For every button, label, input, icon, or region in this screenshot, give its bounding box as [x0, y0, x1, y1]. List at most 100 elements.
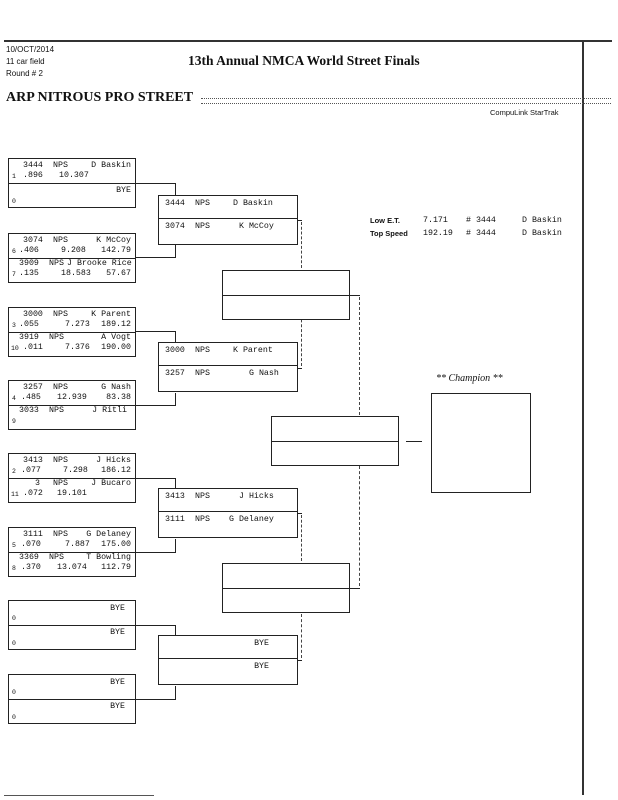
entry-et: 12.939	[57, 393, 87, 402]
entry-car: 3909	[19, 259, 39, 268]
semi-match-2	[222, 563, 350, 613]
class-dotted-rule	[201, 98, 611, 104]
entry-car: 3111	[165, 515, 185, 524]
entry-mph: 190.00	[101, 343, 131, 352]
connector	[136, 183, 176, 184]
entry-seed: 8	[12, 565, 16, 572]
entry-et: 10.307	[59, 171, 89, 180]
entry-et: 7.887	[65, 540, 90, 549]
lane-divider	[9, 552, 135, 553]
entry-class: NPS	[53, 456, 68, 465]
entry-car: 3000	[165, 346, 185, 355]
entry-class: NPS	[53, 161, 68, 170]
r1-match-7: BYE 0 BYE 0	[8, 600, 136, 650]
entry-mph: 142.79	[101, 246, 131, 255]
lane-divider	[9, 258, 135, 259]
lane-divider	[223, 588, 349, 589]
connector	[175, 393, 176, 406]
entry-driver: J Bucaro	[91, 479, 131, 488]
r1-match-5: 3413 NPS J Hicks 2 .077 7.298 186.12 3 N…	[8, 453, 136, 503]
entry-car: 3111	[23, 530, 43, 539]
lane-divider	[9, 183, 135, 184]
connector	[136, 331, 176, 332]
connector	[298, 513, 302, 514]
connector	[175, 245, 176, 258]
entry-rt: .072	[23, 489, 43, 498]
entry-driver: G Nash	[249, 369, 279, 378]
entry-rt: .370	[21, 563, 41, 572]
entry-car: 3033	[19, 406, 39, 415]
entry-driver: D Baskin	[91, 161, 131, 170]
entry-et: 7.273	[65, 320, 90, 329]
connector	[175, 625, 176, 637]
entry-rt: .406	[19, 246, 39, 255]
connector	[175, 686, 176, 700]
entry-et: 19.101	[57, 489, 87, 498]
entry-driver: J Brooke Rice	[67, 259, 132, 268]
r1-match-6: 3111 NPS G Delaney 5 .070 7.887 175.00 3…	[8, 527, 136, 577]
lane-divider	[159, 365, 297, 366]
entry-driver: BYE	[110, 604, 125, 613]
top-speed-car: # 3444	[466, 229, 496, 238]
entry-mph: 83.38	[106, 393, 131, 402]
connector	[301, 222, 302, 268]
event-title: 13th Annual NMCA World Street Finals	[188, 53, 420, 68]
entry-driver: K Parent	[233, 346, 273, 355]
entry-driver: BYE	[116, 186, 131, 195]
connector	[298, 368, 302, 369]
entry-et: 7.376	[65, 343, 90, 352]
lane-divider	[9, 699, 135, 700]
top-speed-label: Top Speed	[370, 229, 408, 238]
entry-driver: K McCoy	[239, 222, 274, 231]
entry-class: NPS	[195, 199, 210, 208]
entry-class: NPS	[49, 333, 64, 342]
entry-class: NPS	[49, 553, 64, 562]
entry-seed: 7	[12, 271, 16, 278]
entry-rt: .077	[21, 466, 41, 475]
lane-divider	[223, 295, 349, 296]
entry-seed: 0	[12, 714, 16, 721]
champion-label: ** Champion **	[436, 373, 503, 384]
entry-class: NPS	[53, 479, 68, 488]
event-date: 10/OCT/2014	[6, 45, 55, 54]
entry-class: NPS	[195, 222, 210, 231]
entry-et: 13.074	[57, 563, 87, 572]
field-size: 11 car field	[6, 57, 45, 66]
connector	[136, 257, 176, 258]
right-border	[582, 40, 584, 795]
final-match	[271, 416, 399, 466]
connector	[136, 478, 176, 479]
connector	[136, 699, 176, 700]
connector	[301, 614, 302, 658]
entry-rt: .896	[23, 171, 43, 180]
top-speed-driver: D Baskin	[522, 229, 562, 238]
entry-car: 3413	[23, 456, 43, 465]
lane-divider	[9, 625, 135, 626]
entry-seed: 1	[12, 173, 16, 180]
entry-driver: BYE	[110, 678, 125, 687]
entry-seed: 5	[12, 542, 16, 549]
connector	[298, 220, 302, 221]
entry-seed: 0	[12, 198, 16, 205]
entry-class: NPS	[195, 346, 210, 355]
lane-divider	[9, 478, 135, 479]
r1-match-3: 3000 NPS K Parent 3 .055 7.273 189.12 39…	[8, 307, 136, 357]
connector	[298, 660, 302, 661]
connector	[350, 588, 360, 589]
entry-mph: 189.12	[101, 320, 131, 329]
entry-driver: J Hicks	[96, 456, 131, 465]
connector	[136, 405, 176, 406]
entry-car: 3413	[165, 492, 185, 501]
entry-class: NPS	[53, 383, 68, 392]
entry-car: 3444	[165, 199, 185, 208]
connector	[359, 297, 360, 415]
r1-match-4: 3257 NPS G Nash 4 .485 12.939 83.38 3033…	[8, 380, 136, 430]
entry-seed: 11	[11, 491, 19, 498]
entry-car: 3000	[23, 310, 43, 319]
round-number: Round # 2	[6, 69, 43, 78]
entry-driver: J Hicks	[239, 492, 274, 501]
bottom-rule	[4, 795, 154, 796]
entry-driver: BYE	[110, 702, 125, 711]
entry-seed: 9	[12, 418, 16, 425]
entry-rt: .485	[21, 393, 41, 402]
